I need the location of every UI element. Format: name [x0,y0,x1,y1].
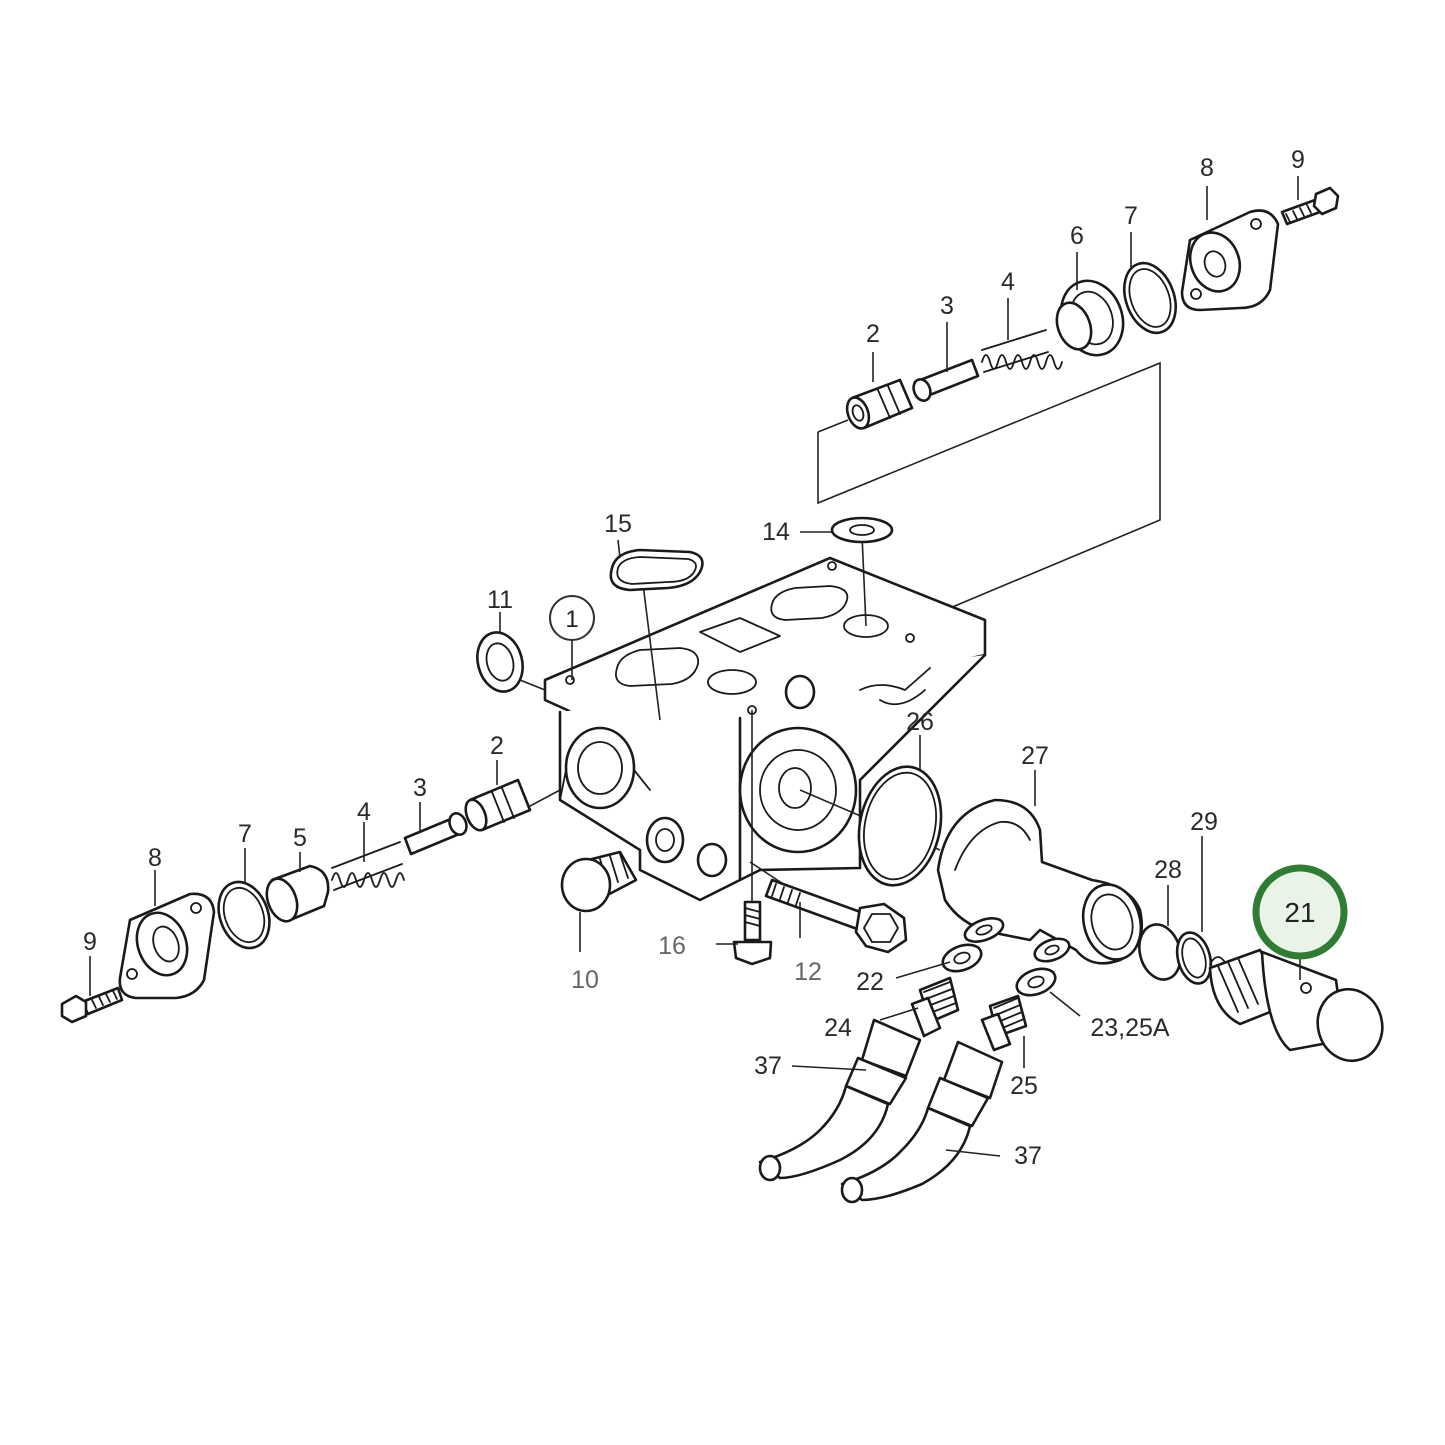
top-bolt-part [1280,186,1340,226]
callout-16: 16 [658,932,686,960]
left-plunger-sleeve-part [464,778,532,832]
top-washer-part [830,516,894,544]
callout-top-9: 9 [1291,146,1305,174]
fitting-washer-22-part [941,943,983,973]
callout-22: 22 [856,968,884,996]
callout-25: 25 [1010,1072,1038,1100]
top-bushing-part [1055,279,1125,357]
top-flange-cover-part [1180,209,1280,312]
highlighted-part-label: 21 [1284,897,1315,928]
left-bushing-part [265,864,330,923]
callout-26: 26 [906,708,934,736]
callout-top-8: 8 [1200,154,1214,182]
callout-14: 14 [762,518,790,546]
top-valve-group: 2 3 4 6 7 8 9 [817,146,1340,609]
callout-left-3: 3 [413,774,427,802]
callout-29: 29 [1190,808,1218,836]
long-bolt-part [764,878,908,954]
callout-23-25a: 23,25A [1090,1014,1170,1042]
callout-top-3: 3 [940,292,954,320]
hose-nipple-24-part [910,976,960,1038]
callout-15: 15 [604,510,632,538]
callout-12: 12 [794,958,822,986]
port-washer-part [476,631,524,693]
callout-37-right: 37 [1014,1142,1042,1170]
plate-gasket-part [609,548,704,592]
hose-nipple-25-part [980,994,1028,1052]
small-o-ring-part [1175,931,1213,985]
relief-valve-part [1208,948,1384,1063]
callout-left-4: 4 [357,798,371,826]
fitting-washer-23-part [1015,967,1057,997]
top-pin-part [912,358,980,402]
hose-right-part [840,1040,1004,1204]
short-bolt-part [732,900,773,966]
highlighted-part-circle[interactable] [1252,864,1348,960]
callout-left-5: 5 [293,824,307,852]
left-pin-part [403,812,468,856]
left-bolt-part [60,986,124,1024]
callout-left-7: 7 [238,820,252,848]
top-plunger-sleeve-part [845,378,914,430]
callout-left-9: 9 [83,928,97,956]
callout-37-left: 37 [754,1052,782,1080]
callout-24: 24 [824,1014,852,1042]
callout-28: 28 [1154,856,1182,884]
callout-left-8: 8 [148,844,162,872]
large-o-ring-part [857,765,943,887]
left-flange-cover-part [118,892,216,1000]
callout-10: 10 [571,966,599,994]
left-spring-part [331,841,405,891]
top-spring-part [981,329,1063,373]
callout-top-2: 2 [866,320,880,348]
top-o-ring-part [1123,261,1177,335]
callout-top-6: 6 [1070,222,1084,250]
assembly-reference-label: 1 [565,606,578,633]
valve-housing-part [543,556,987,902]
left-valve-group: 2 3 4 5 7 8 9 [60,732,561,1024]
callout-27: 27 [1021,742,1049,770]
bracket-line-top [817,361,1161,609]
callout-top-4: 4 [1001,268,1015,296]
tee-fitting-part [936,798,1144,965]
callout-top-7: 7 [1124,202,1138,230]
bracket-line-top-stub [817,419,849,433]
drain-plug-part [560,850,638,913]
callout-left-2: 2 [490,732,504,760]
callout-11: 11 [487,586,513,614]
